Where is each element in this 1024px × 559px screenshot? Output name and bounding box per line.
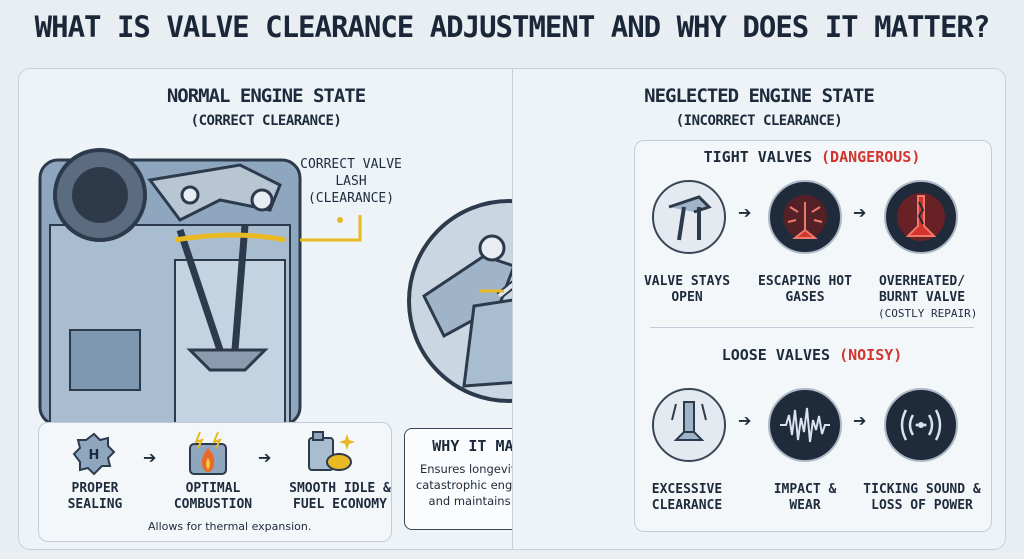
loose-title-text: LOOSE VALVES bbox=[721, 346, 831, 364]
page-title: WHAT IS VALVE CLEARANCE ADJUSTMENT AND W… bbox=[34, 10, 991, 44]
lash-callout: CORRECT VALVE LASH (CLEARANCE) bbox=[300, 157, 402, 206]
burnt-valve-icon bbox=[884, 180, 958, 254]
honda-badge-icon: H bbox=[72, 432, 116, 476]
step-burnt-valve: OVERHEATED/ BURNT VALVE bbox=[878, 274, 966, 305]
valve-open-icon bbox=[652, 180, 726, 254]
arrow-right-icon: ➔ bbox=[143, 448, 157, 467]
engine-cutaway-illustration bbox=[38, 148, 362, 425]
arrow-right-icon: ➔ bbox=[853, 411, 867, 430]
tight-tag: (DANGEROUS) bbox=[821, 148, 921, 166]
vibration-wave-icon bbox=[768, 388, 842, 462]
tight-title-text: TIGHT VALVES bbox=[703, 148, 812, 166]
thermal-note: Allows for thermal expansion. bbox=[148, 520, 312, 533]
arrow-right-icon: ➔ bbox=[738, 203, 752, 222]
step-smooth-idle: SMOOTH IDLE & FUEL ECONOMY bbox=[289, 481, 391, 512]
normal-heading: NORMAL ENGINE STATE bbox=[166, 85, 366, 107]
step-excessive-clearance: EXCESSIVE CLEARANCE bbox=[651, 482, 723, 513]
loose-tag: (NOISY) bbox=[839, 346, 903, 364]
costly-repair-note: (COSTLY REPAIR) bbox=[878, 307, 978, 320]
tight-valves-title: TIGHT VALVES (DANGEROUS) bbox=[634, 148, 990, 166]
arrow-right-icon: ➔ bbox=[738, 411, 752, 430]
arrow-right-icon: ➔ bbox=[853, 203, 867, 222]
step-ticking-sound: TICKING SOUND & LOSS OF POWER bbox=[863, 482, 981, 513]
step-valve-stays-open: VALVE STAYS OPEN bbox=[643, 274, 731, 305]
section-divider bbox=[650, 327, 974, 328]
flame-icon bbox=[189, 431, 227, 475]
neglected-subheading: (INCORRECT CLEARANCE) bbox=[675, 113, 843, 129]
step-impact-wear: IMPACT & WEAR bbox=[773, 482, 837, 513]
hot-gases-icon bbox=[768, 180, 842, 254]
fuel-can-icon bbox=[308, 431, 355, 471]
step-optimal-combustion: OPTIMAL COMBUSTION bbox=[173, 481, 253, 512]
neglected-heading: NEGLECTED ENGINE STATE bbox=[644, 85, 875, 107]
step-proper-sealing: PROPER SEALING bbox=[67, 481, 123, 512]
loose-valves-title: LOOSE VALVES (NOISY) bbox=[634, 346, 990, 364]
svg-text:H: H bbox=[89, 448, 100, 463]
excessive-clearance-icon bbox=[652, 388, 726, 462]
arrow-right-icon: ➔ bbox=[258, 448, 272, 467]
step-escaping-gases: ESCAPING HOT GASES bbox=[758, 274, 852, 305]
normal-subheading: (CORRECT CLEARANCE) bbox=[190, 113, 342, 129]
ticking-sound-icon bbox=[884, 388, 958, 462]
